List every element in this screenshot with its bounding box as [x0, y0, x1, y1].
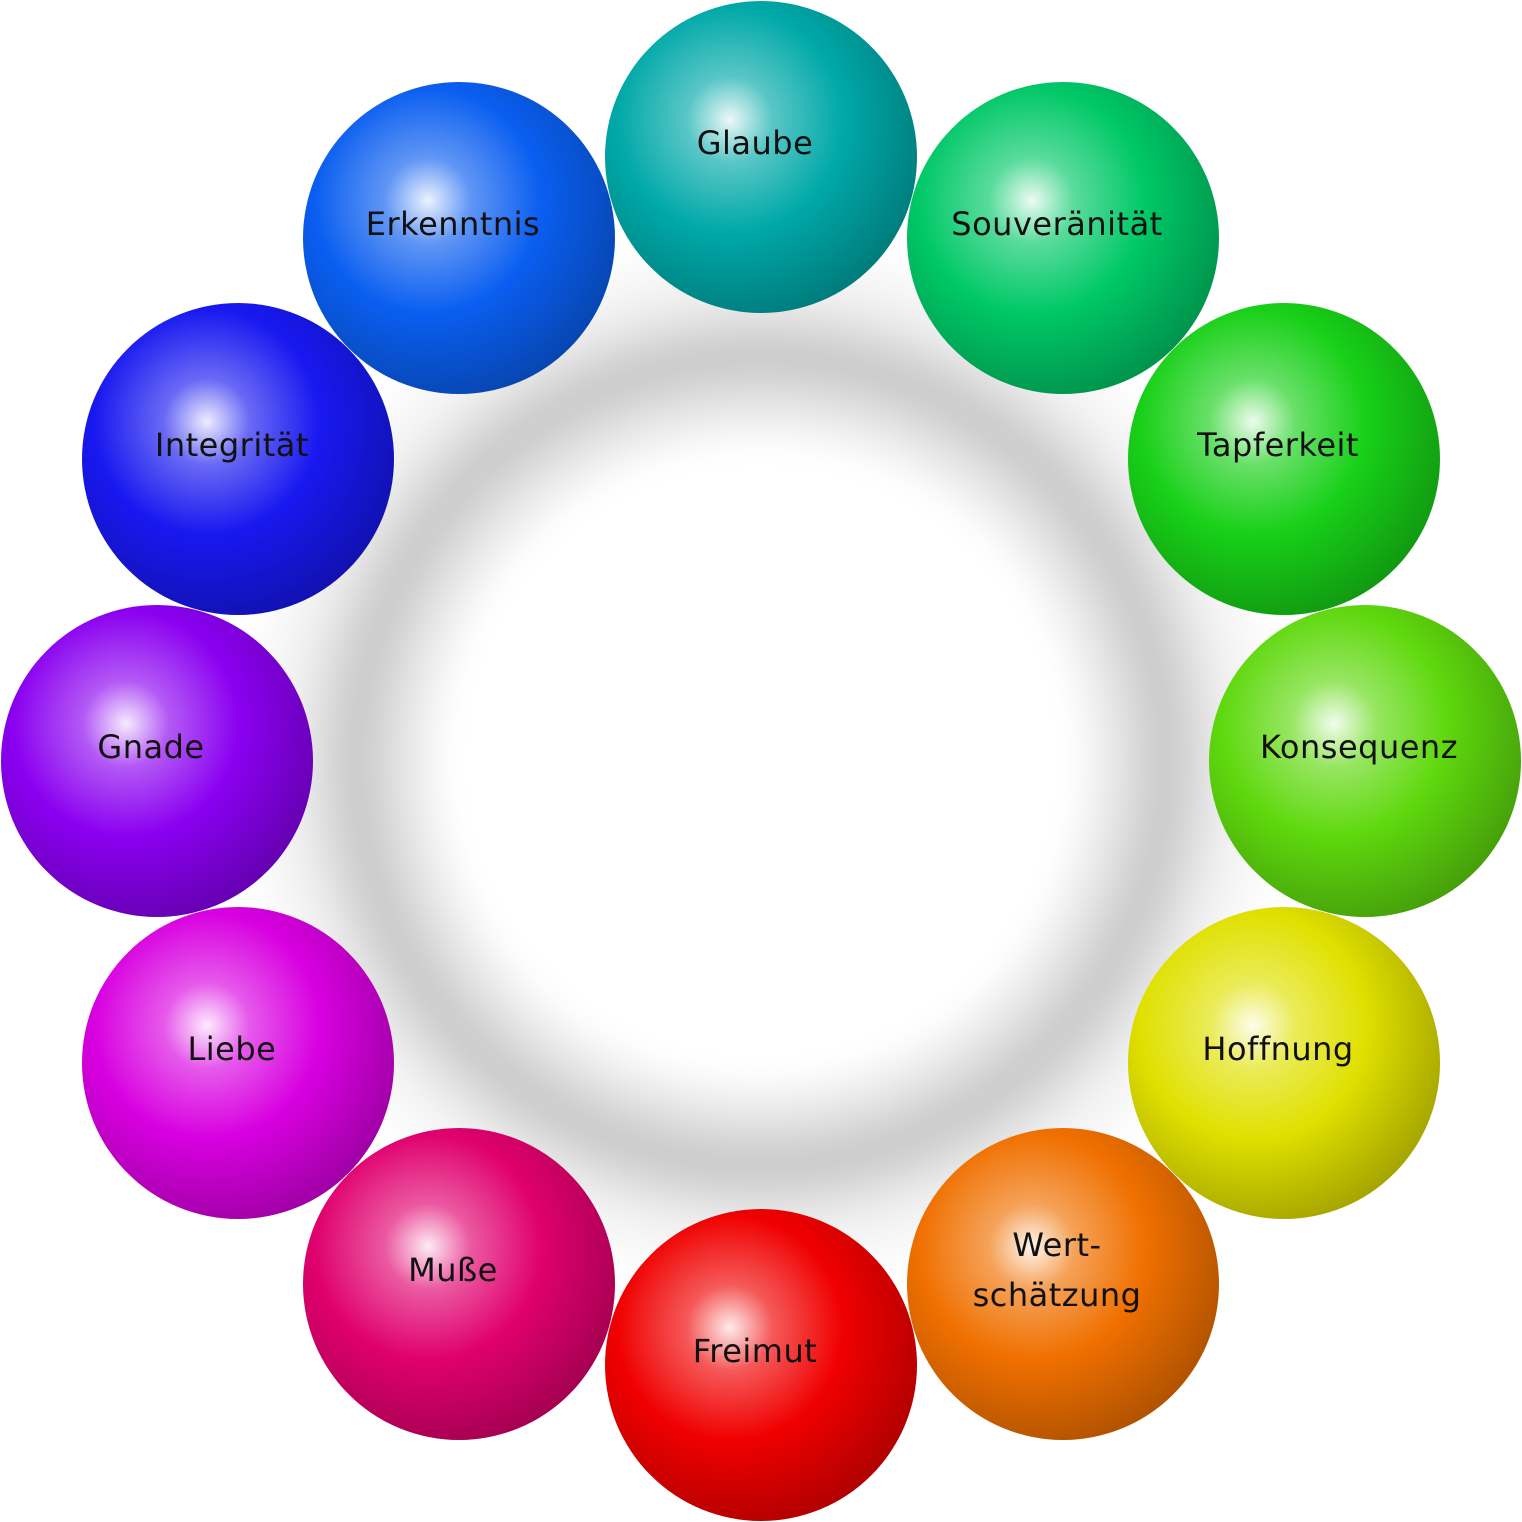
virtue-sphere: Gnade — [1, 605, 313, 917]
virtue-label: Liebe — [187, 1030, 277, 1068]
virtue-label: Muße — [408, 1251, 498, 1290]
virtue-sphere: Muße — [303, 1128, 615, 1441]
virtue-sphere: Liebe — [81, 907, 394, 1219]
virtue-sphere: Wert- schätzung — [907, 1128, 1219, 1441]
virtue-label: Hoffnung — [1202, 1030, 1354, 1068]
virtue-sphere: Souveränität — [907, 81, 1219, 394]
virtue-label: Souveränität — [951, 204, 1163, 243]
virtue-sphere: Integrität — [81, 303, 394, 615]
virtue-sphere: Hoffnung — [1128, 907, 1441, 1219]
virtue-label: Integrität — [154, 426, 309, 464]
virtue-label: Erkenntnis — [365, 204, 541, 243]
virtue-sphere: Glaube — [605, 1, 917, 313]
virtue-sphere: Konsequenz — [1209, 605, 1521, 917]
virtue-label: Glaube — [696, 124, 814, 162]
virtue-label: Tapferkeit — [1197, 426, 1359, 464]
virtue-label: Konsequenz — [1260, 728, 1458, 766]
virtue-label: Wert- schätzung — [972, 1226, 1142, 1315]
virtue-label: Freimut — [692, 1332, 818, 1370]
virtue-label: Gnade — [97, 728, 205, 766]
virtue-sphere: Freimut — [605, 1209, 917, 1521]
virtue-sphere: Erkenntnis — [303, 81, 615, 394]
virtue-sphere: Tapferkeit — [1128, 303, 1441, 615]
ring-shadow — [211, 211, 1311, 1311]
